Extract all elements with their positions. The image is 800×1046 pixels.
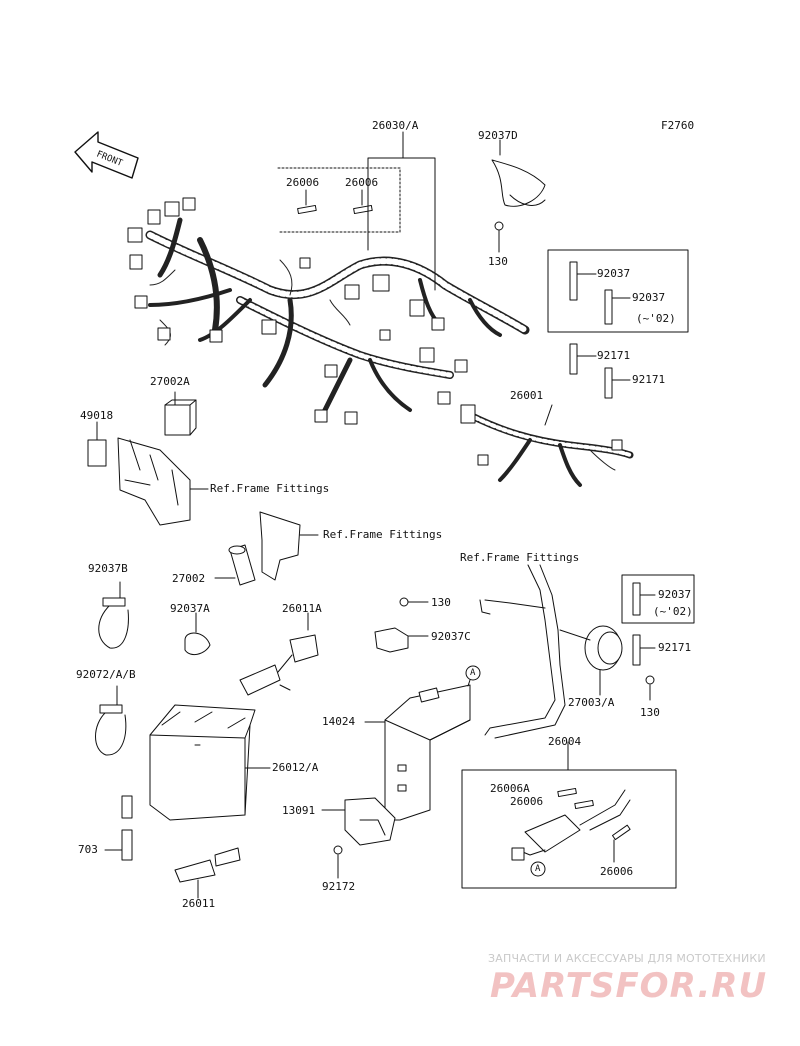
label-92037-c: 92037 [658,588,692,601]
label-130-mid: 130 [431,596,451,609]
front-arrow: FRONT [74,131,139,179]
label-02-b: (~'02) [653,605,693,618]
label-ref-frame-2: Ref.Frame Fittings [323,528,443,541]
terminal-box-26006 [277,167,401,233]
sub-harness-26001 [460,404,634,487]
battery-26012A [149,704,271,821]
callout-26030A [367,131,436,291]
label-26030A: 26030/A [372,119,419,132]
label-26012A: 26012/A [272,761,319,774]
label-27002A: 27002A [150,375,190,388]
clip-box-upper [547,249,689,399]
label-02-a: (~'02) [636,312,676,325]
label-26011A: 26011A [282,602,322,615]
harness-connectors [127,197,468,425]
lead-26011A [239,612,319,696]
label-26004: 26004 [548,735,582,748]
label-703: 703 [78,843,98,856]
clamp-92037C [374,627,429,653]
vent-tube-703 [104,795,133,861]
label-27002: 27002 [172,572,206,585]
label-13091: 13091 [282,804,316,817]
label-92037B: 92037B [88,562,128,575]
label-92037C: 92037C [431,630,471,643]
coil-box-26004 [461,741,677,889]
main-wiring-harness [145,217,530,423]
label-92037-b: 92037 [632,291,666,304]
label-26006-right: 26006 [345,176,379,189]
label-ref-frame-3: Ref.Frame Fittings [460,551,580,564]
label-49018: 49018 [80,409,114,422]
battery-case-14024 [364,665,481,821]
relay-49018 [87,421,107,467]
ref-marker-a-lower: A [535,864,541,874]
holder-13091 [321,797,396,879]
clamp-92037A [184,612,211,656]
figure-code: F2760 [661,119,695,132]
label-ref-frame-1: Ref.Frame Fittings [210,482,330,495]
label-92037-a: 92037 [597,267,631,280]
lead-26011 [174,847,241,899]
mount-bracket-mid [259,511,319,581]
label-26001: 26001 [510,389,544,402]
label-92172: 92172 [322,880,356,893]
label-92072: 92072/A/B [76,668,136,681]
label-92171-c: 92171 [658,641,692,654]
label-130-right: 130 [640,706,660,719]
bolt-130-mid [399,597,429,607]
frame-rail [479,564,566,739]
label-130-top: 130 [488,255,508,268]
label-26006-box: 26006 [510,795,544,808]
label-92171-a: 92171 [597,349,631,362]
strap-92037B [98,581,129,649]
strap-92072 [95,685,127,756]
label-26006-bottom: 26006 [600,865,634,878]
frame-bracket [117,437,209,526]
ref-marker-a-upper: A [470,668,476,678]
clamp-92037D [491,139,546,253]
label-92037D: 92037D [478,129,518,142]
label-26006A: 26006A [490,782,530,795]
label-92171-b: 92171 [632,373,666,386]
label-26006-left: 26006 [286,176,320,189]
label-92037A: 92037A [170,602,210,615]
relay-27002 [214,544,256,586]
watermark-logo: PARTSFOR.RU [490,966,768,1006]
clip-box-lower [621,574,695,666]
label-14024: 14024 [322,715,356,728]
relay-27002A [164,391,197,436]
watermark-tagline: ЗАПЧАСТИ И АКСЕССУАРЫ ДЛЯ МОТОТЕХНИКИ [488,952,766,965]
label-26011: 26011 [182,897,216,910]
label-27003A: 27003/A [568,696,615,709]
horn-27003A [559,625,655,701]
